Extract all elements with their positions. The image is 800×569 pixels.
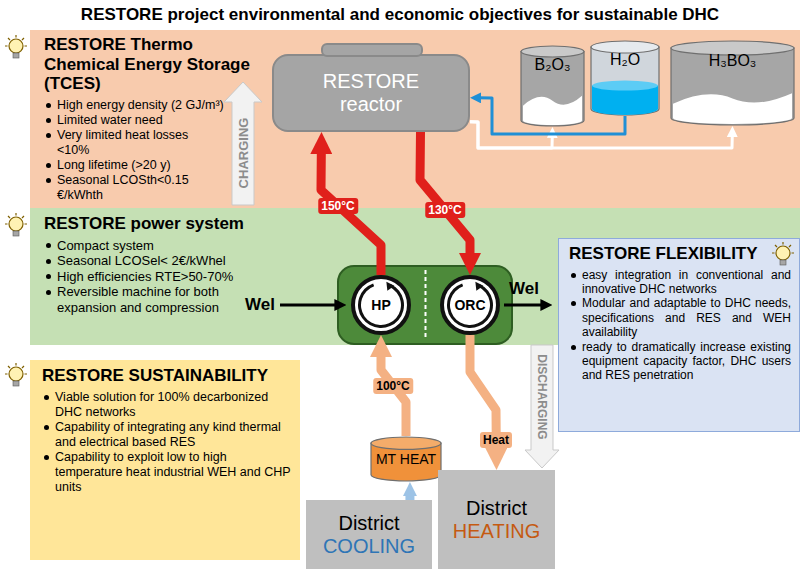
flow-connector: [478, 98, 625, 134]
box-label: HEATING: [453, 520, 540, 543]
bullet-text: Modular and adaptable to DHC needs, spec…: [569, 296, 791, 339]
tank-label: B₂O₃: [520, 56, 585, 74]
bullet-text: Long lifetime (>20 y): [44, 158, 224, 173]
machine-circle: ORC: [440, 275, 500, 335]
tank-body: [671, 48, 794, 125]
phase-label: DISCHARGING: [535, 354, 549, 439]
sustainability-panel: RESTORE SUSTAINABILITY Viable solution fo…: [30, 360, 300, 560]
powder-heap: [523, 96, 582, 125]
panel-content: RESTORE SUSTAINABILITY Viable solution fo…: [42, 366, 292, 495]
flow-connector: [405, 492, 414, 500]
panel-heading: RESTORE Thermo Chemical Energy Storage (…: [44, 35, 269, 94]
power-label: Wel: [509, 279, 539, 299]
machine-label: ORC: [454, 297, 485, 313]
rotation-head: [475, 282, 483, 291]
flow-connector: [420, 132, 470, 260]
rotation-arc: [447, 283, 493, 328]
tank-body: [591, 47, 659, 115]
tank-label: MT HEAT: [376, 452, 436, 467]
temperature-label: 100°C: [373, 378, 413, 394]
district-box: DistrictCOOLING: [306, 500, 432, 569]
tank-label-holder: B₂O₃: [520, 56, 585, 74]
box-label: District: [338, 512, 399, 535]
bullet-text: Seasonal LCOSth<0.15 €/kWhth: [44, 173, 224, 203]
tank-label: H₂O: [590, 51, 660, 69]
rotation-arrow-part: [447, 282, 493, 328]
panel-content: RESTORE FLEXIBILITY easy integration in c…: [569, 244, 791, 383]
box-label: RESTORE reactor: [311, 70, 431, 116]
machine-housing: [338, 266, 512, 344]
reactor-lid: [322, 44, 422, 56]
machine-divider: [425, 270, 427, 340]
bullet-text: High efficiencies RTE>50-70%: [44, 269, 239, 285]
power-in-arrow: [280, 304, 338, 307]
power-out-arrow: [504, 304, 544, 307]
panel-heading: RESTORE FLEXIBILITY: [569, 244, 764, 264]
panel-content: RESTORE power systemCompact systemSeason…: [44, 214, 274, 316]
bullet-text: Capability of integrating any kind therm…: [42, 420, 292, 450]
power-label: Wel: [245, 295, 275, 315]
diagram-title: RESTORE project environmental and econom…: [0, 5, 800, 25]
tank: H₃BO₃: [670, 40, 795, 126]
tank-top: [371, 437, 441, 449]
box-label: District: [466, 497, 527, 520]
water-surface: [592, 81, 658, 91]
bullet-text: Very limited heat losses <10%: [44, 128, 224, 158]
bullet-text: easy integration in conventional and inn…: [569, 268, 791, 297]
bullet-text: Reversible machine for both expansion an…: [44, 284, 239, 315]
district-box: DistrictHEATING: [438, 470, 555, 569]
tank-label-holder: MT HEAT: [370, 445, 442, 475]
bullet-text: Capability to exploit low to high temper…: [42, 450, 292, 495]
lightbulb-icon: [5, 363, 27, 386]
box-label: COOLING: [323, 535, 415, 558]
tank: H₂O: [590, 40, 660, 116]
bullet-text: Limited water need: [44, 113, 224, 128]
temperature-label: 150°C: [318, 198, 358, 214]
heat-tank: MT HEAT: [370, 436, 442, 482]
tank-body: [521, 52, 584, 127]
panel-heading: RESTORE SUSTAINABILITY: [42, 366, 292, 386]
tank: B₂O₃: [520, 45, 585, 127]
phase-label: CHARGING: [236, 118, 251, 189]
tank-top: [521, 46, 584, 57]
reactor-box: RESTORE reactor: [272, 54, 470, 132]
bullet-text: Seasonal LCOSel< 2€/kWhel: [44, 253, 239, 269]
temperature-label: Heat: [480, 432, 512, 448]
bullet-text: ready to dramatically increase existing …: [569, 340, 791, 383]
lightbulb-icon: [5, 213, 27, 236]
lightbulb-icon: [772, 242, 794, 265]
panel-heading: RESTORE power system: [44, 214, 274, 234]
lightbulb-icon: [5, 35, 27, 58]
bullet-text: High energy density (2 GJ/m³): [44, 98, 224, 113]
rotation-arc: [358, 283, 404, 328]
rotation-head: [386, 282, 394, 291]
discharging-arrow: [525, 345, 559, 468]
tank-label-holder: H₂O: [590, 51, 660, 69]
machine-label: HP: [371, 297, 390, 313]
bullet-text: Viable solution for 100% decarbonized DH…: [42, 390, 292, 420]
bullet-text: Compact system: [44, 238, 239, 254]
charging-arrow: [224, 82, 262, 205]
powder-heap: [673, 93, 792, 124]
flexibility-panel: RESTORE FLEXIBILITY easy integration in c…: [558, 238, 800, 432]
tank-label-holder: H₃BO₃: [670, 52, 795, 70]
temperature-label: 130°C: [425, 202, 465, 218]
machine-circle: HP: [351, 275, 411, 335]
rotation-arrow-part: [358, 282, 404, 328]
tank-label: H₃BO₃: [670, 52, 795, 70]
